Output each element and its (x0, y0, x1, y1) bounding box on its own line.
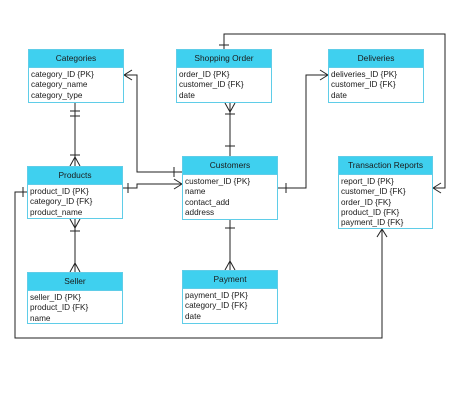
entity-transaction-reports[interactable]: Transaction Reports report_ID {PK} custo… (338, 156, 433, 229)
entity-field: date (179, 90, 195, 100)
entity-title: Deliveries (329, 50, 423, 68)
entity-field: seller_ID {PK} (30, 293, 81, 302)
relationship-categories-products (69, 103, 81, 167)
entity-field: order_ID {PK} (179, 70, 230, 79)
entity-seller[interactable]: Seller seller_ID {PK} product_ID {FK} na… (27, 272, 123, 324)
entity-field: product_name (30, 207, 83, 217)
entity-products[interactable]: Products product_ID {PK} category_ID {FK… (27, 166, 123, 219)
entity-field: report_ID {PK} (341, 177, 394, 186)
entity-field: customer_ID {PK} (185, 177, 251, 186)
entity-field: customer_ID {FK} (179, 80, 244, 90)
entity-title: Categories (29, 50, 123, 68)
entity-title: Products (28, 167, 122, 185)
entity-field: product_ID {FK} (341, 207, 400, 217)
entity-field: category_ID {FK} (185, 301, 248, 311)
entity-field: product_ID {FK} (30, 303, 89, 313)
relationship-order-customers (224, 102, 236, 156)
entity-field: payment_ID {FK} (341, 218, 404, 228)
relationship-deliveries-customers (278, 69, 329, 193)
entity-title: Payment (183, 271, 277, 289)
entity-field: name (30, 313, 51, 323)
entity-title: Transaction Reports (339, 157, 432, 175)
entity-field: date (185, 311, 201, 321)
entity-field: name (185, 187, 206, 197)
entity-customers[interactable]: Customers customer_ID {PK} name contact_… (182, 156, 278, 220)
entity-field: date (331, 90, 347, 100)
relationship-products-customers (123, 178, 183, 193)
relationship-products-seller (69, 218, 81, 273)
entity-categories[interactable]: Categories category_ID {PK} category_nam… (28, 49, 124, 103)
entity-field: address (185, 207, 215, 217)
entity-title: Shopping Order (177, 50, 271, 68)
entity-field: payment_ID {PK} (185, 291, 248, 300)
relationship-order-transaction-reports (219, 33, 446, 194)
entity-field: customer_ID {FK} (341, 187, 406, 197)
entity-field: contact_add (185, 197, 230, 207)
entity-field: product_ID {PK} (30, 187, 89, 196)
relationship-categories-customers (123, 69, 182, 177)
entity-field: category_name (31, 80, 88, 90)
entity-field: customer_ID {FK} (331, 80, 396, 90)
entity-shopping-order[interactable]: Shopping Order order_ID {PK} customer_ID… (176, 49, 272, 103)
entity-title: Customers (183, 157, 277, 175)
entity-field: deliveries_ID {PK} (331, 70, 397, 79)
entity-deliveries[interactable]: Deliveries deliveries_ID {PK} customer_I… (328, 49, 424, 103)
entity-title: Seller (28, 273, 122, 291)
relationship-customers-payment (224, 220, 236, 271)
entity-field: category_ID {PK} (31, 70, 94, 79)
entity-field: category_ID {FK} (30, 197, 93, 207)
relationship-products-transaction-reports (14, 187, 388, 339)
entity-field: order_ID {FK} (341, 197, 392, 207)
entity-field: category_type (31, 90, 83, 100)
entity-payment[interactable]: Payment payment_ID {PK} category_ID {FK}… (182, 270, 278, 324)
